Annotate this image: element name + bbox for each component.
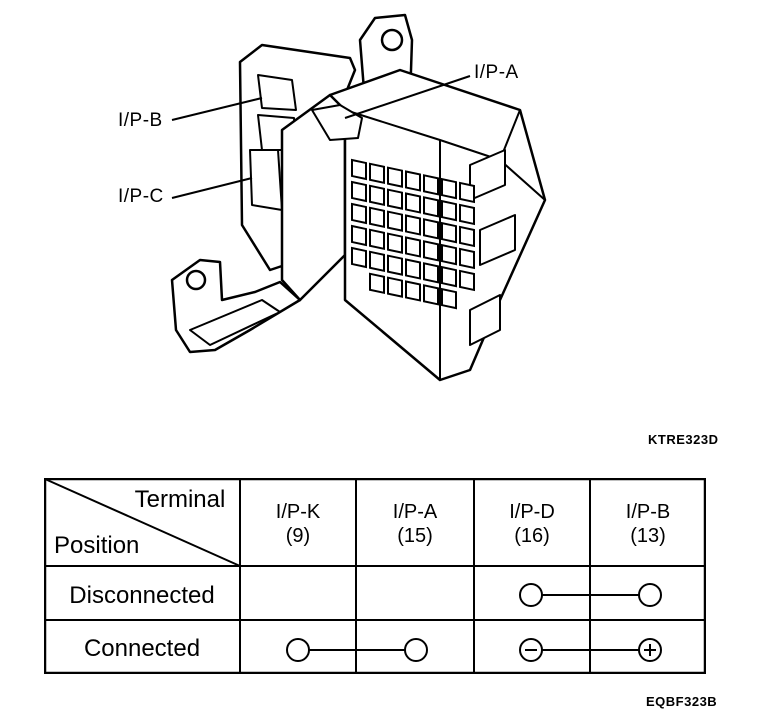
fuse-grid [351,158,475,310]
callout-ip-b: I/P-B [118,110,163,131]
terminal-circle-ip-a-connected [404,638,428,662]
leader-line-ip-c [171,177,253,199]
header-terminal: Terminal [134,486,226,513]
column-header-ip-a: I/P-A(15) [392,501,438,547]
header-position: Position [54,532,140,559]
table-grid [44,478,706,674]
terminal-circle-ip-k-connected [286,638,310,662]
leader-line-ip-a [344,75,471,119]
continuity-table: Terminal Position I/P-K(9) I/P-A(15) I/P… [44,478,706,674]
terminal-circle-ip-b-disconnected [638,583,662,607]
callout-ip-a: I/P-A [474,62,519,83]
terminal-circle-ip-d-disconnected [519,583,543,607]
connected-continuity [286,638,662,662]
leader-line-ip-b [171,97,263,121]
header-diagonal [44,478,241,567]
column-header-ip-d: I/P-D(16) [509,501,555,547]
column-header-ip-b: I/P-B(13) [625,501,671,547]
bracket-hole-bottom [185,269,207,291]
connector-block-illustration [170,13,547,382]
column-header-ip-k: I/P-K(9) [275,501,321,547]
row-label-disconnected: Disconnected [69,582,215,609]
callout-ip-c: I/P-C [118,186,164,207]
figure-code: KTRE323D [648,432,719,447]
ip-a-connector-nub [311,104,363,141]
table-code: EQBF323B [646,694,718,709]
row-label-connected: Connected [83,635,201,662]
bracket-hole-top [380,28,404,52]
disconnected-continuity [519,583,662,607]
